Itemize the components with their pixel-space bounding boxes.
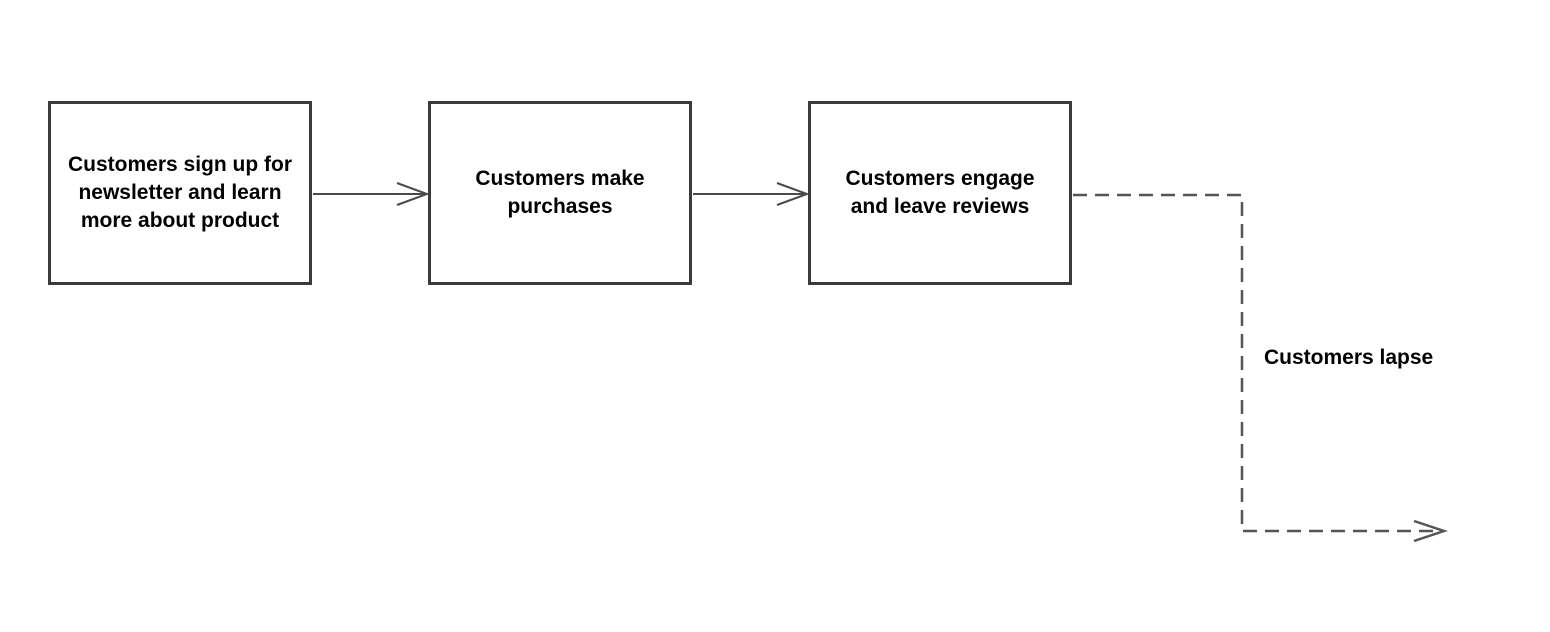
edge-purchase-to-engage: [693, 182, 810, 206]
edge-engage-to-lapse: [1073, 193, 1448, 543]
node-engage: Customers engage and leave reviews: [808, 101, 1072, 285]
edge-signup-to-purchase: [313, 182, 430, 206]
node-signup: Customers sign up for newsletter and lea…: [48, 101, 312, 285]
node-purchase: Customers make purchases: [428, 101, 692, 285]
edge-lapse-label: Customers lapse: [1264, 346, 1434, 369]
node-purchase-label: Customers make purchases: [475, 167, 645, 218]
node-signup-label: Customers sign up for newsletter and lea…: [67, 153, 293, 232]
node-engage-label: Customers engage and leave reviews: [845, 167, 1035, 218]
